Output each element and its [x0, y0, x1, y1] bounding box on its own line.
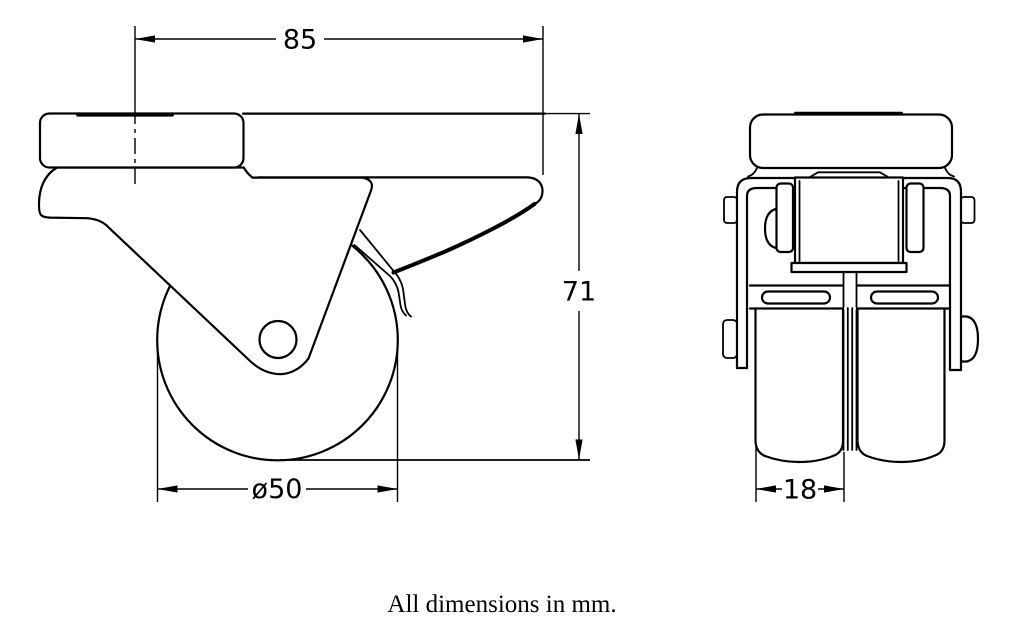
brake-clip-inner [353, 244, 407, 317]
cap-foot-right [944, 167, 955, 178]
units-note: All dimensions in mm. [387, 591, 616, 617]
dim71-text: 71 [562, 277, 596, 308]
housing-flange [790, 261, 908, 274]
cap-seat-band [809, 171, 889, 178]
front-view-twin-caster: 18 [722, 111, 980, 506]
dim71-arrow-up [575, 114, 583, 134]
dimension-overall-height: 71 [545, 112, 596, 460]
side-tab-left [775, 182, 795, 254]
mounting-plate-side [38, 112, 245, 169]
dim50-arrow-right [377, 485, 398, 493]
swivel-housing [793, 176, 905, 265]
brake-clip-outer [359, 229, 412, 318]
dim18-text: 18 [783, 475, 817, 506]
brake-pedal-end [526, 176, 544, 206]
wheel-front-right [856, 308, 946, 464]
dimension-wheel-width: 18 [755, 446, 845, 506]
upper-tab-left [723, 196, 738, 224]
mounting-cap-front [748, 113, 954, 170]
side-tab-right [905, 182, 925, 254]
dim18-arrow-left [756, 485, 776, 493]
brake-pedal-underside [391, 202, 537, 275]
dim85-arrow-right [523, 35, 543, 43]
upper-tab-right [960, 196, 976, 224]
dim71-arrow-down [575, 439, 583, 460]
brake-pad-bulge [763, 207, 779, 250]
axle-hub [258, 319, 298, 360]
dimension-overall-length: 85 [135, 25, 544, 175]
dim85-text: 85 [283, 25, 317, 56]
dim50-arrow-left [157, 485, 178, 493]
dim85-arrow-left [135, 35, 155, 43]
dim50-text: ø50 [252, 474, 303, 505]
wheel-front-left [754, 308, 845, 464]
hub-cap-left [722, 319, 738, 359]
leg-slot-right [869, 290, 940, 305]
leg-slot-left [760, 290, 832, 305]
cap-foot-left [747, 167, 758, 178]
dim18-arrow-right [824, 485, 844, 493]
hub-cap-right [959, 315, 980, 363]
dimension-wheel-diameter: ø50 [156, 342, 399, 505]
side-view-swivel-caster: 85 71 ø50 [37, 25, 596, 505]
